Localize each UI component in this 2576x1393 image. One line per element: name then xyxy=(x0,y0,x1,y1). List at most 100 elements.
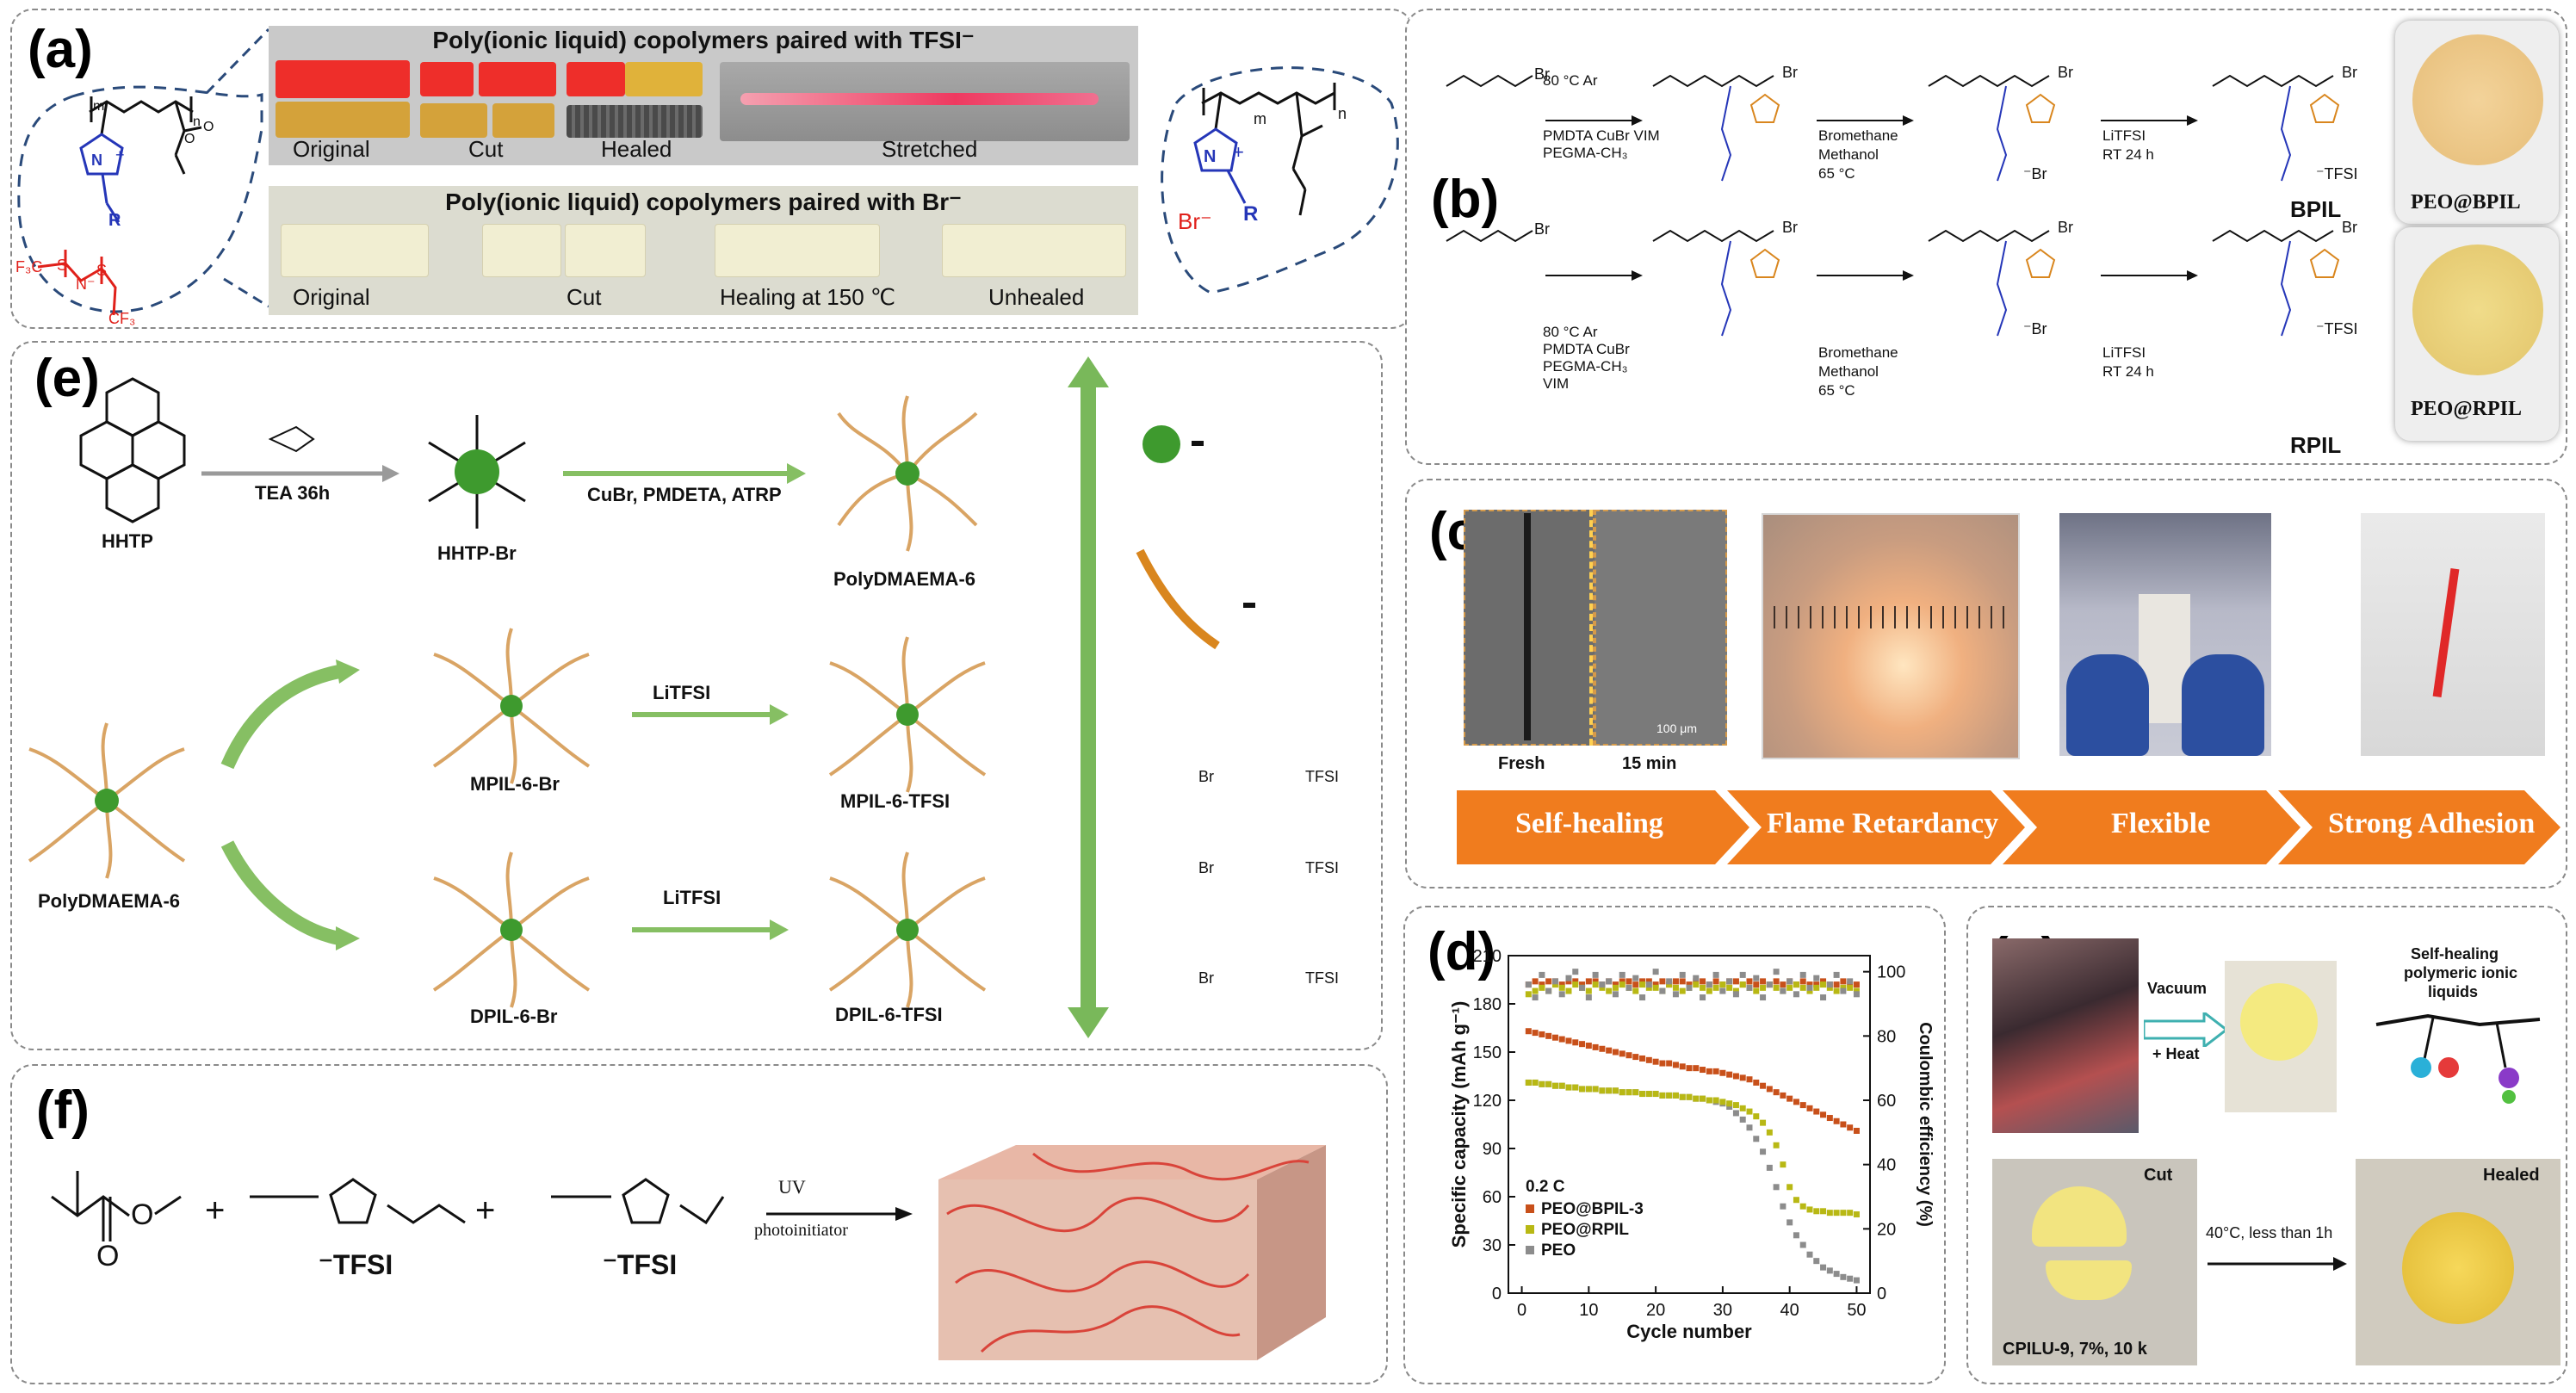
b-r2-cond3-1: RT 24 h xyxy=(2102,363,2154,380)
efficiency-point-2-3 xyxy=(1545,987,1552,994)
rpil-capacity-point-2 xyxy=(1539,1080,1545,1087)
rpil-capacity-point-46 xyxy=(1833,1210,1840,1217)
e-cond-step2: CuBr, PMDETA, ATRP xyxy=(587,484,782,505)
efficiency-point-0-10 xyxy=(1592,978,1599,985)
y-tick-label-5: 150 xyxy=(1473,1043,1502,1062)
a-cf3a: F₃C xyxy=(15,258,42,276)
efficiency-point-2-31 xyxy=(1732,991,1739,998)
panel-f-label: (f) xyxy=(36,1080,90,1140)
rpil-capacity-point-29 xyxy=(1719,1099,1726,1105)
rpil-capacity-point-30 xyxy=(1726,1100,1733,1107)
a-m-sub: m xyxy=(93,99,104,114)
e-cond-step1: TEA 36h xyxy=(255,482,331,504)
efficiency-point-2-19 xyxy=(1652,969,1659,975)
svg-text:Br: Br xyxy=(2342,64,2357,81)
efficiency-point-0-15 xyxy=(1625,978,1632,985)
b-r1-cond2-1: Methanol xyxy=(1818,146,1879,163)
svg-text:O: O xyxy=(96,1240,119,1272)
e-poly6-top: PolyDMAEMA-6 xyxy=(833,568,976,590)
capacity-point-2-49 xyxy=(1853,1277,1860,1284)
y2-tick-label-0: 0 xyxy=(1877,1285,1886,1303)
efficiency-point-2-24 xyxy=(1686,984,1693,991)
efficiency-point-2-5 xyxy=(1558,991,1565,998)
efficiency-point-0-16 xyxy=(1632,981,1639,988)
capacity-point-0-20 xyxy=(1659,1060,1666,1067)
efficiency-point-2-29 xyxy=(1719,987,1726,994)
efficiency-point-0-5 xyxy=(1558,981,1565,988)
capacity-point-0-42 xyxy=(1806,1105,1813,1111)
rpil-capacity-point-7 xyxy=(1572,1084,1579,1091)
y-axis-label: Specific capacity (mAh g⁻¹) xyxy=(1448,1001,1470,1248)
efficiency-point-2-6 xyxy=(1565,975,1572,981)
efficiency-point-2-42 xyxy=(1806,984,1813,991)
capacity-point-2-47 xyxy=(1840,1273,1847,1280)
a-r-plus: + xyxy=(1233,141,1244,163)
capacity-point-2-36 xyxy=(1766,1164,1773,1171)
y2-tick-label-2: 40 xyxy=(1877,1156,1896,1175)
efficiency-point-0-26 xyxy=(1700,978,1706,985)
capacity-point-0-45 xyxy=(1826,1115,1833,1122)
efficiency-point-1-27 xyxy=(1706,987,1712,994)
rpil-capacity-point-17 xyxy=(1639,1091,1646,1098)
capacity-point-0-11 xyxy=(1599,1045,1606,1052)
efficiency-point-2-22 xyxy=(1672,991,1679,998)
micrograph-crack xyxy=(1524,513,1531,740)
tfsi-healed-dark xyxy=(567,105,703,138)
capacity-point-0-25 xyxy=(1693,1065,1700,1072)
e-hhtp-br: HHTP-Br xyxy=(437,542,517,564)
y-tick-label-0: 0 xyxy=(1492,1285,1502,1303)
efficiency-point-0-22 xyxy=(1672,978,1679,985)
tfsi-original-red xyxy=(276,60,410,98)
efficiency-point-2-16 xyxy=(1632,975,1639,981)
efficiency-point-1-41 xyxy=(1799,984,1806,991)
svg-text:Br: Br xyxy=(1534,65,1550,83)
arrow-self-healing: Self-healing xyxy=(1515,808,1663,839)
b-row-1: Br Br Br ⁻Br Br ⁻TFSI xyxy=(1446,64,2358,183)
x-tick-label-4: 40 xyxy=(1780,1301,1799,1320)
efficiency-point-2-44 xyxy=(1820,994,1827,1001)
capacity-point-0-2 xyxy=(1539,1031,1545,1037)
efficiency-point-2-41 xyxy=(1799,971,1806,978)
rpil-capacity-point-23 xyxy=(1679,1093,1686,1100)
efficiency-point-2-18 xyxy=(1645,981,1652,988)
a-r: R xyxy=(108,211,121,230)
tfsi-caption-original: Original xyxy=(293,136,370,162)
b-row1-anion1: ⁻Br xyxy=(2023,165,2047,183)
g-title-3: liquids xyxy=(2428,983,2478,1000)
efficiency-point-0-41 xyxy=(1799,978,1806,985)
efficiency-point-2-28 xyxy=(1712,971,1719,978)
efficiency-point-1-5 xyxy=(1558,984,1565,991)
capacity-point-0-8 xyxy=(1579,1041,1586,1048)
efficiency-point-1-1 xyxy=(1532,987,1539,994)
rpil-capacity-point-36 xyxy=(1766,1129,1773,1136)
rpil-capacity-point-1 xyxy=(1532,1079,1539,1086)
capacity-point-0-12 xyxy=(1606,1047,1613,1054)
efficiency-point-1-10 xyxy=(1592,981,1599,988)
y2-tick-label-1: 20 xyxy=(1877,1220,1896,1239)
efficiency-point-2-48 xyxy=(1847,978,1854,985)
efficiency-point-0-1 xyxy=(1532,978,1539,985)
rpil-capacity-point-49 xyxy=(1853,1211,1860,1218)
capacity-point-0-9 xyxy=(1585,1043,1592,1049)
panel-c-arrow-band xyxy=(1457,790,2561,864)
efficiency-point-1-9 xyxy=(1585,987,1592,994)
efficiency-point-1-17 xyxy=(1639,981,1646,988)
b-row2-anion1: ⁻Br xyxy=(2023,320,2047,337)
e-ion-br-2: Br xyxy=(1198,859,1214,876)
capacity-point-0-36 xyxy=(1766,1086,1773,1093)
efficiency-point-0-46 xyxy=(1833,981,1840,988)
efficiency-point-0-28 xyxy=(1712,978,1719,985)
y-tick-label-1: 30 xyxy=(1483,1236,1502,1255)
e-hhtp: HHTP xyxy=(102,530,153,552)
capacity-point-0-44 xyxy=(1820,1111,1827,1118)
tfsi-cut-amber-1 xyxy=(420,103,487,138)
rpil-capacity-point-20 xyxy=(1659,1092,1666,1099)
efficiency-point-1-19 xyxy=(1652,984,1659,991)
a-o1: O xyxy=(184,132,195,146)
capacity-point-0-48 xyxy=(1847,1124,1854,1131)
rpil-capacity-point-10 xyxy=(1592,1086,1599,1093)
efficiency-point-2-15 xyxy=(1625,984,1632,991)
legend-marker-1 xyxy=(1526,1225,1534,1234)
efficiency-point-2-35 xyxy=(1760,994,1767,1001)
efficiency-point-0-38 xyxy=(1780,981,1786,988)
